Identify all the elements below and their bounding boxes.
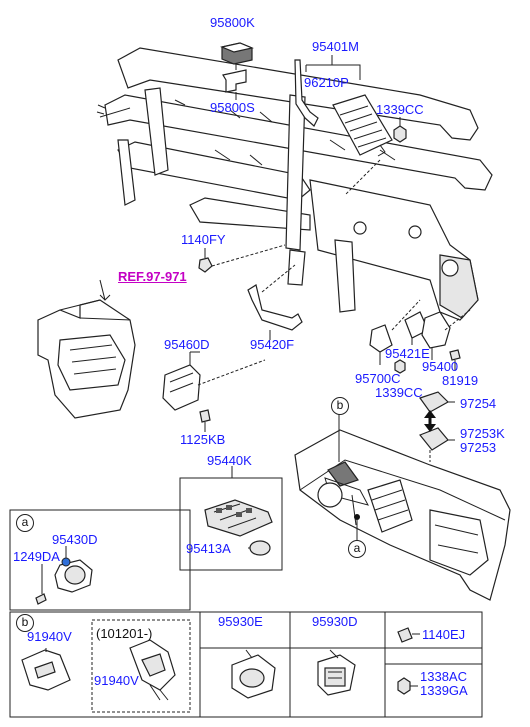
part-95700c — [369, 324, 393, 353]
screw-1249da-part — [35, 593, 47, 605]
label-97253k: 97253K — [460, 426, 505, 441]
label-91940v-2: 91940V — [94, 673, 139, 688]
label-81919: 81919 — [442, 373, 479, 388]
label-91940v-1: 91940V — [27, 629, 72, 644]
label-95800s: 95800S — [210, 100, 255, 115]
bolt-81919-part — [449, 349, 461, 361]
panel-b-tag: b — [16, 614, 34, 632]
label-1249da: 1249DA — [13, 549, 60, 564]
label-95413a: 95413A — [186, 541, 231, 556]
smart-key-part — [204, 499, 273, 537]
label-95460d: 95460D — [164, 337, 210, 352]
label-95440k: 95440K — [207, 453, 252, 468]
bracket-95420f-part — [247, 284, 303, 331]
label-1140fy: 1140FY — [181, 232, 226, 247]
label-1339ga: 1339GA — [420, 683, 468, 698]
part-95400 — [421, 311, 451, 349]
battery-95413a-part — [249, 540, 271, 556]
module-95401m-part — [332, 94, 393, 156]
bracket-95800s-part — [222, 69, 247, 93]
label-96210p: 96210P — [304, 75, 349, 90]
label-95930d: 95930D — [312, 614, 358, 629]
callout-a: a — [348, 540, 366, 558]
label-95421e: 95421E — [385, 346, 430, 361]
label-1140ej: 1140EJ — [422, 627, 466, 642]
crash-pad-frame — [96, 47, 493, 321]
label-95420f: 95420F — [250, 337, 295, 352]
dashboard-part — [294, 429, 511, 601]
label-1125kb: 1125KB — [180, 432, 226, 447]
label-95930e: 95930E — [218, 614, 263, 629]
bolt-1125kb-part — [199, 409, 211, 423]
label-1338ac: 1338AC — [420, 669, 467, 684]
duct-97253k-part — [419, 427, 449, 451]
hvac-unit-part — [37, 279, 136, 419]
nut-1339cc-part — [393, 125, 407, 143]
duct-97254-part — [419, 391, 449, 413]
label-1339cc-mid: 1339CC — [375, 385, 423, 400]
label-95800k: 95800K — [210, 15, 255, 30]
bolt-1140fy-part — [198, 257, 213, 273]
label-95430d: 95430D — [52, 532, 98, 547]
label-97253: 97253 — [460, 440, 497, 455]
smart-key-box — [179, 477, 283, 571]
nut-1338ac-part — [397, 677, 411, 695]
label-95401m: 95401M — [312, 39, 359, 54]
bolt-1140ej-part — [397, 627, 413, 643]
panel-a-box — [9, 509, 191, 611]
label-97254: 97254 — [460, 396, 497, 411]
label-variant-101201: (101201-) — [96, 626, 153, 641]
antenna-96210p-part — [294, 59, 319, 127]
nut-1339cc-mid-part — [394, 359, 406, 374]
label-ref-97-971[interactable]: REF.97-971 — [118, 269, 187, 284]
callout-b: b — [331, 397, 349, 415]
label-95700c: 95700C — [355, 371, 401, 386]
label-95400: 95400 — [422, 359, 459, 374]
label-1339cc-top: 1339CC — [376, 102, 424, 117]
panel-a-tag: a — [16, 514, 34, 532]
